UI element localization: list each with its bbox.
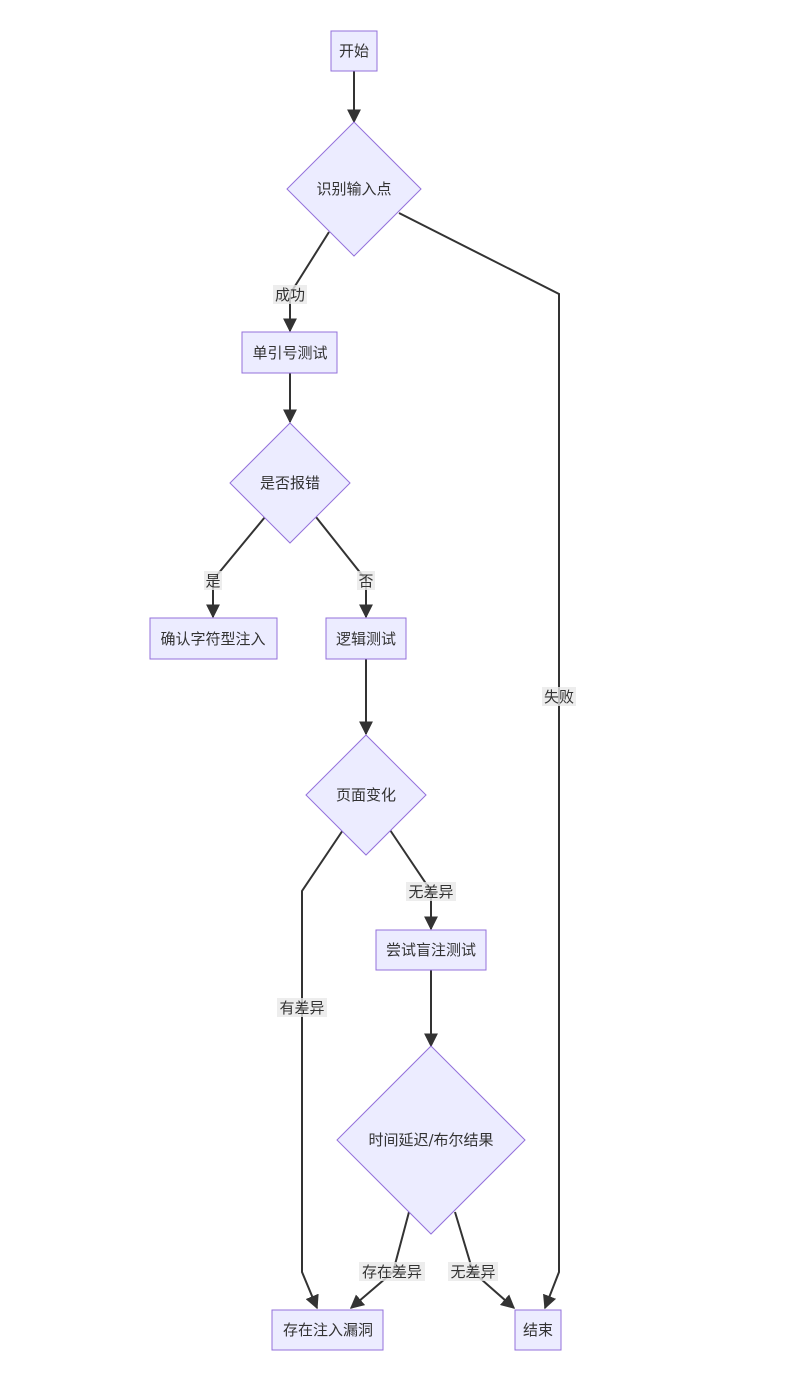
- svg-text:存在差异: 存在差异: [362, 1263, 422, 1281]
- edge-page-change-to-vuln: [301, 829, 344, 1310]
- edge-label-difference-exists: 存在差异: [359, 1262, 425, 1281]
- edge-label-has-difference: 有差异: [277, 998, 327, 1017]
- svg-text:无差异: 无差异: [450, 1263, 495, 1281]
- edge-error-check-to-logic: [315, 516, 373, 619]
- svg-text:识别输入点: 识别输入点: [316, 180, 391, 198]
- nodes: 开始 识别输入点 单引号测试 是否报错 确认字符型注入 逻辑测试 页面变化: [149, 30, 562, 1351]
- svg-text:确认字符型注入: 确认字符型注入: [160, 630, 265, 648]
- svg-text:是: 是: [205, 572, 220, 590]
- svg-text:结束: 结束: [523, 1321, 553, 1339]
- edge-error-check-to-confirm: [206, 516, 266, 619]
- edge-label-success: 成功: [273, 285, 307, 304]
- edge-identify-to-single-quote: [283, 231, 330, 333]
- edge-label-fail: 失败: [542, 687, 576, 706]
- svg-text:逻辑测试: 逻辑测试: [336, 630, 396, 648]
- node-confirm-string-injection[interactable]: 确认字符型注入: [149, 617, 278, 660]
- svg-text:页面变化: 页面变化: [336, 786, 396, 804]
- node-start[interactable]: 开始: [330, 30, 378, 72]
- node-try-blind-injection[interactable]: 尝试盲注测试: [375, 929, 487, 971]
- edge-label-no-difference-1: 无差异: [406, 882, 456, 901]
- node-error-check[interactable]: 是否报错: [229, 422, 351, 544]
- svg-text:开始: 开始: [339, 42, 369, 60]
- node-logic-test[interactable]: 逻辑测试: [325, 617, 407, 660]
- edge-page-change-to-blind: [389, 829, 438, 931]
- edge-identify-to-end: [398, 212, 560, 1310]
- edge-label-no: 否: [357, 571, 375, 590]
- svg-text:尝试盲注测试: 尝试盲注测试: [386, 941, 476, 959]
- node-vuln-exists[interactable]: 存在注入漏洞: [271, 1309, 384, 1351]
- svg-text:是否报错: 是否报错: [260, 474, 320, 492]
- svg-text:成功: 成功: [275, 286, 305, 304]
- node-end[interactable]: 结束: [514, 1309, 562, 1351]
- svg-text:存在注入漏洞: 存在注入漏洞: [283, 1321, 373, 1339]
- edge-label-no-difference-2: 无差异: [448, 1262, 498, 1281]
- edge-time-bool-to-end: [454, 1211, 516, 1309]
- edge-labels: 成功 失败 是 否 有差异 无差异 存在差异 无差异: [204, 285, 576, 1281]
- svg-text:无差异: 无差异: [408, 883, 453, 901]
- svg-text:失败: 失败: [544, 688, 574, 706]
- svg-text:否: 否: [358, 572, 373, 590]
- node-identify-input[interactable]: 识别输入点: [286, 121, 422, 257]
- node-single-quote-test[interactable]: 单引号测试: [241, 331, 338, 374]
- svg-text:单引号测试: 单引号测试: [252, 344, 327, 362]
- edge-time-bool-to-vuln: [349, 1211, 410, 1309]
- node-page-change[interactable]: 页面变化: [305, 734, 427, 856]
- svg-text:有差异: 有差异: [279, 999, 324, 1017]
- node-time-bool-result[interactable]: 时间延迟/布尔结果: [336, 1045, 526, 1235]
- svg-text:时间延迟/布尔结果: 时间延迟/布尔结果: [368, 1131, 493, 1149]
- edge-label-yes: 是: [204, 571, 222, 590]
